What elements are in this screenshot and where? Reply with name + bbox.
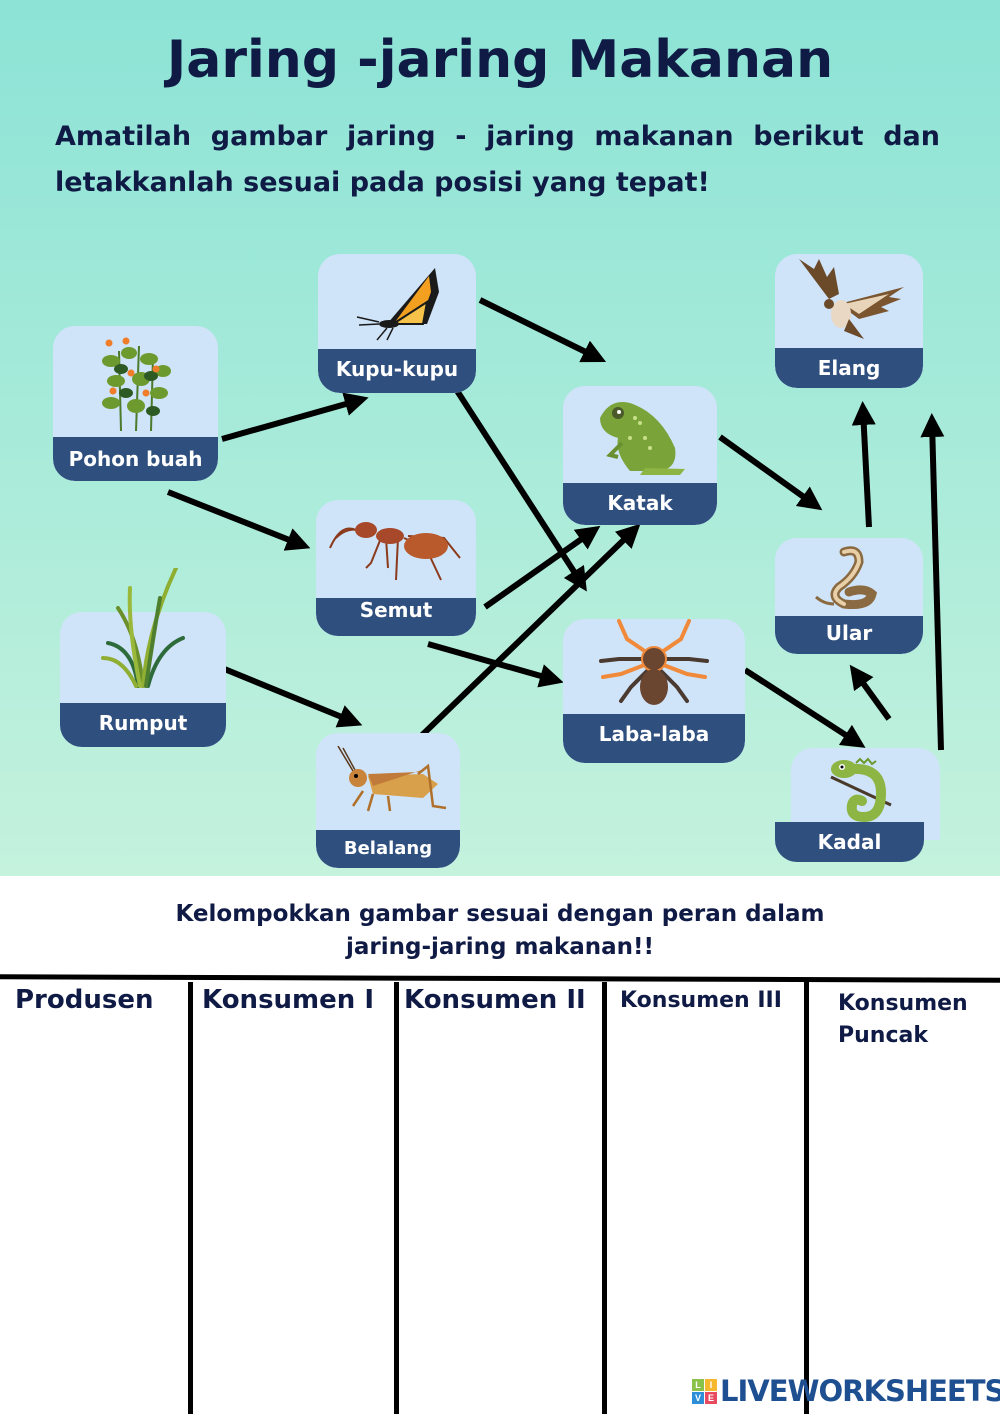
eagle-icon xyxy=(775,254,923,349)
drop-zone-konsumen-3[interactable] xyxy=(607,1030,804,1414)
label-pohon-buah: Pohon buah xyxy=(53,437,218,481)
spider-icon xyxy=(563,619,745,714)
logo-text: LIVEWORKSHEETS xyxy=(720,1374,1000,1408)
grouping-instruction: Kelompokkan gambar sesuai dengan peran d… xyxy=(0,898,1000,964)
drop-zone-konsumen-1[interactable] xyxy=(193,1030,394,1414)
card-semut[interactable]: Semut xyxy=(316,500,476,636)
label-rumput: Rumput xyxy=(60,703,226,747)
instruction-text: Amatilah gambar jaring - jaring makanan … xyxy=(55,121,940,198)
food-web-arrows xyxy=(166,297,945,751)
arrow-ular-to-elang xyxy=(851,401,876,528)
label-katak: Katak xyxy=(563,483,717,525)
label-belalang: Belalang xyxy=(316,830,460,868)
grasshopper-icon xyxy=(316,733,460,829)
label-semut: Semut xyxy=(316,598,476,636)
drop-zone-konsumen-puncak[interactable] xyxy=(809,1060,1000,1360)
arrow-semut-to-katak xyxy=(483,525,601,610)
label-laba-laba: Laba-laba xyxy=(563,714,745,763)
card-pohon-buah[interactable]: Pohon buah xyxy=(53,326,218,481)
arrow-semut-to-laba-laba xyxy=(427,641,564,688)
card-kadal[interactable]: Kadal xyxy=(775,748,940,862)
logo-squares: L I V E xyxy=(692,1378,717,1404)
table-top-line xyxy=(0,974,1000,983)
column-header-konsumen-puncak: Konsumen Puncak xyxy=(838,991,968,1048)
butterfly-icon xyxy=(318,254,476,349)
logo-letter: I xyxy=(705,1378,717,1391)
arrow-rumput-to-belalang xyxy=(220,665,363,728)
grouping-instruction-line1: Kelompokkan gambar sesuai dengan peran d… xyxy=(175,901,825,927)
column-header-konsumen-1: Konsumen I xyxy=(202,985,375,1015)
lizard-icon xyxy=(791,748,940,833)
grass-icon xyxy=(60,568,226,688)
logo-letter: V xyxy=(692,1391,704,1404)
card-katak[interactable]: Katak xyxy=(563,386,717,525)
drop-zone-produsen[interactable] xyxy=(0,1030,188,1414)
card-ular[interactable]: Ular xyxy=(775,538,923,654)
column-divider xyxy=(394,982,399,1414)
label-ular: Ular xyxy=(775,616,923,654)
card-belalang[interactable]: Belalang xyxy=(316,733,460,868)
column-divider xyxy=(804,982,809,1414)
arrow-katak-to-ular xyxy=(718,434,823,511)
card-elang[interactable]: Elang xyxy=(775,254,923,388)
logo-letter: E xyxy=(705,1391,717,1404)
arrow-laba-laba-to-kadal xyxy=(743,667,866,748)
frog-icon xyxy=(563,386,717,484)
label-kadal: Kadal xyxy=(775,822,924,862)
column-header-konsumen-3: Konsumen III xyxy=(620,988,782,1013)
arrow-belalang-to-katak xyxy=(415,523,641,742)
arrow-kadal-to-elang xyxy=(920,413,945,751)
fruit-tree-icon xyxy=(53,326,218,436)
column-divider xyxy=(602,982,607,1414)
ant-icon xyxy=(316,500,476,596)
drop-zone-konsumen-2[interactable] xyxy=(399,1030,602,1414)
column-header-produsen: Produsen xyxy=(15,985,154,1015)
label-kupu-kupu: Kupu-kupu xyxy=(318,349,476,393)
arrow-pohon-buah-to-semut xyxy=(166,489,311,551)
grouping-instruction-line2: jaring-jaring makanan!! xyxy=(345,934,655,960)
arrow-kadal-to-ular xyxy=(849,664,892,721)
liveworksheets-logo: L I V E LIVEWORKSHEETS xyxy=(692,1374,1000,1408)
arrow-pohon-buah-to-kupu-kupu xyxy=(221,392,369,442)
snake-icon xyxy=(775,538,923,616)
card-rumput[interactable]: Rumput xyxy=(60,568,226,747)
logo-letter: L xyxy=(692,1378,704,1391)
arrow-kupu-kupu-to-katak xyxy=(478,297,607,363)
card-kupu-kupu[interactable]: Kupu-kupu xyxy=(318,254,476,393)
card-laba-laba[interactable]: Laba-laba xyxy=(563,619,745,763)
label-elang: Elang xyxy=(775,348,923,388)
column-header-konsumen-2: Konsumen II xyxy=(404,985,586,1015)
page-title: Jaring -jaring Makanan xyxy=(166,30,834,90)
column-divider xyxy=(188,982,193,1414)
